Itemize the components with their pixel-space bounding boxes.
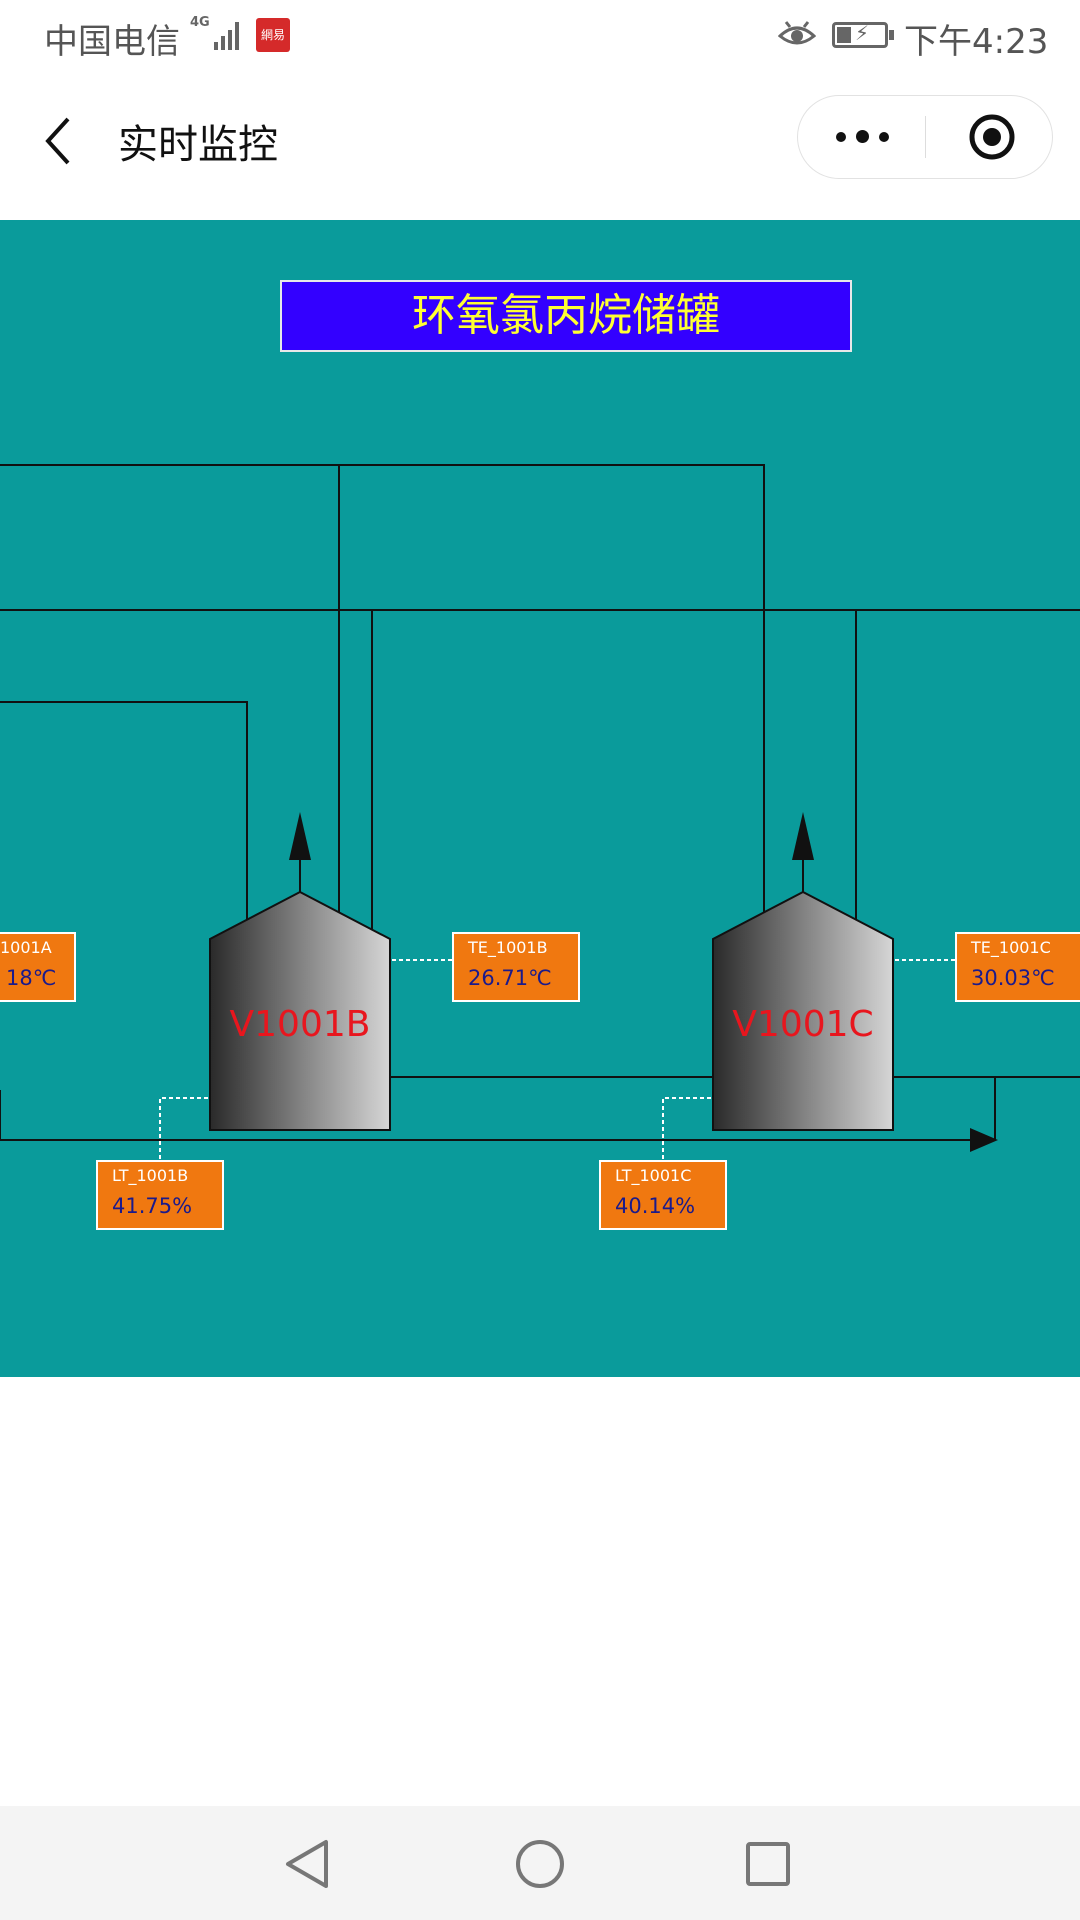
more-icon[interactable]	[834, 120, 892, 154]
tag-name: TE_1001B	[468, 938, 548, 957]
nav-bar: 实时监控	[0, 75, 1080, 220]
tank-label: V1001C	[732, 1004, 874, 1045]
eye-icon	[778, 21, 816, 45]
tank-body-b	[209, 890, 391, 1131]
pipe-feed-b	[0, 701, 248, 925]
tag-te-1001b[interactable]: TE_1001B 26.71℃	[452, 932, 580, 1002]
vent-arrow-b	[289, 812, 311, 860]
process-title: 环氧氯丙烷储罐	[280, 280, 852, 352]
carrier-name: 中国电信	[44, 22, 180, 62]
recents-square-icon[interactable]	[744, 1840, 792, 1888]
tank-v1001b[interactable]: V1001B	[210, 892, 390, 1130]
connector-lt-b	[159, 1097, 208, 1160]
tank-body-c	[712, 890, 894, 1131]
network-type: 4G	[190, 15, 210, 30]
tag-name: TE_1001C	[971, 938, 1051, 957]
status-time: 下午4:23	[904, 22, 1049, 62]
signal-icon	[214, 18, 244, 50]
tag-te-1001c[interactable]: TE_1001C 30.03℃	[955, 932, 1080, 1002]
capsule-divider	[925, 116, 926, 158]
connector-lt-c	[662, 1097, 711, 1160]
tag-name: LT_1001C	[615, 1166, 692, 1185]
system-nav-bar	[0, 1806, 1080, 1920]
vent-arrow-c	[792, 812, 814, 860]
netease-badge-icon: 網易	[256, 18, 290, 52]
process-canvas: 环氧氯丙烷储罐 V1001B V1001C 1001A 18℃ TE_1001B…	[0, 220, 1080, 1377]
tank-v1001c[interactable]: V1001C	[713, 892, 893, 1130]
back-icon[interactable]	[40, 111, 80, 171]
status-bar: 中国电信 4G 網易 ⚡ 下午4:23	[0, 0, 1080, 75]
tag-te-1001a[interactable]: 1001A 18℃	[0, 932, 76, 1002]
pipeline-network	[0, 464, 1080, 1160]
tag-lt-1001c[interactable]: LT_1001C 40.14%	[599, 1160, 727, 1230]
tag-value: 40.14%	[615, 1194, 696, 1218]
battery-charging-icon: ⚡	[832, 21, 894, 48]
back-triangle-icon[interactable]	[282, 1836, 332, 1892]
page-title: 实时监控	[118, 122, 278, 168]
tag-name: 1001A	[0, 938, 52, 957]
tag-value: 26.71℃	[468, 966, 552, 990]
tag-value: 18℃	[6, 966, 57, 990]
tank-label: V1001B	[229, 1004, 371, 1045]
tag-name: LT_1001B	[112, 1166, 189, 1185]
tag-lt-1001b[interactable]: LT_1001B 41.75%	[96, 1160, 224, 1230]
tag-value: 41.75%	[112, 1194, 193, 1218]
mini-program-capsule	[797, 95, 1053, 179]
target-icon[interactable]	[968, 113, 1016, 161]
pipe-top-header	[0, 464, 765, 915]
tag-value: 30.03℃	[971, 966, 1055, 990]
home-circle-icon[interactable]	[514, 1838, 566, 1890]
flow-arrow	[970, 1128, 998, 1152]
